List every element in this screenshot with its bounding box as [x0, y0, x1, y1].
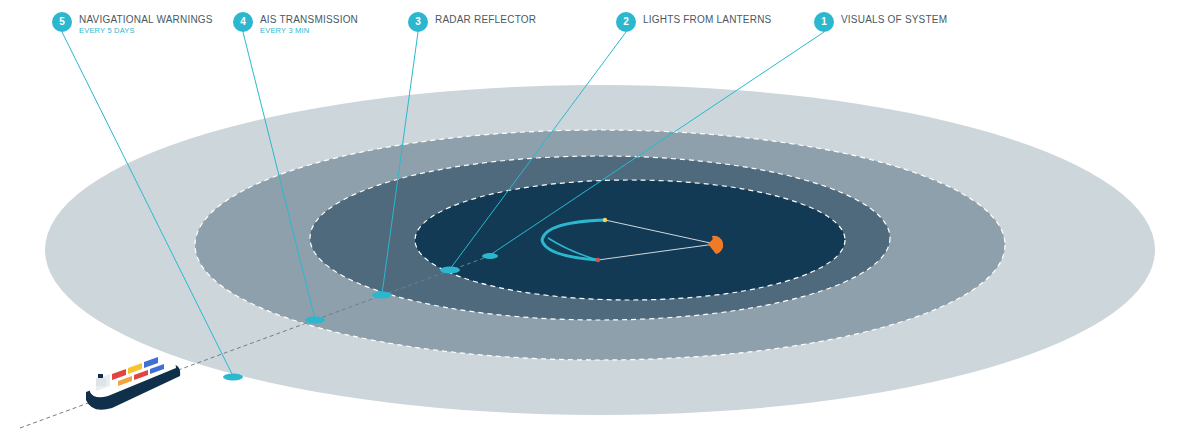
zone-ellipse	[195, 130, 1005, 360]
callout-heading: VISUALS OF SYSTEM	[841, 14, 947, 25]
callout-circle: 3RADAR REFLECTOR	[408, 12, 428, 32]
callout-number: 4	[233, 12, 253, 32]
callout-number: 5	[52, 12, 72, 32]
callout-heading: LIGHTS FROM LANTERNS	[643, 14, 771, 25]
ship	[86, 357, 180, 410]
range-marker	[223, 253, 498, 381]
callout-circle: 5NAVIGATIONAL WARNINGSEVERY 5 DAYS	[52, 12, 72, 32]
callout-circle: 1VISUALS OF SYSTEM	[814, 12, 834, 32]
callout-heading: NAVIGATIONAL WARNINGS	[79, 14, 213, 25]
callout-number: 2	[616, 12, 636, 32]
callout-number: 3	[408, 12, 428, 32]
kite-system	[542, 218, 723, 262]
callout-number: 1	[814, 12, 834, 32]
callout-subheading: EVERY 3 MIN	[260, 26, 309, 35]
course-line	[20, 254, 495, 428]
callout-heading: AIS TRANSMISSION	[260, 14, 358, 25]
zone-ellipse	[310, 156, 890, 320]
zone-ellipse	[45, 85, 1155, 415]
callout-subheading: EVERY 5 DAYS	[79, 26, 135, 35]
leader-line	[62, 32, 824, 376]
callout-circle: 2LIGHTS FROM LANTERNS	[616, 12, 636, 32]
zone-ellipse	[415, 180, 845, 300]
callout-circle: 4AIS TRANSMISSIONEVERY 3 MIN	[233, 12, 253, 32]
callout-heading: RADAR REFLECTOR	[435, 14, 536, 25]
